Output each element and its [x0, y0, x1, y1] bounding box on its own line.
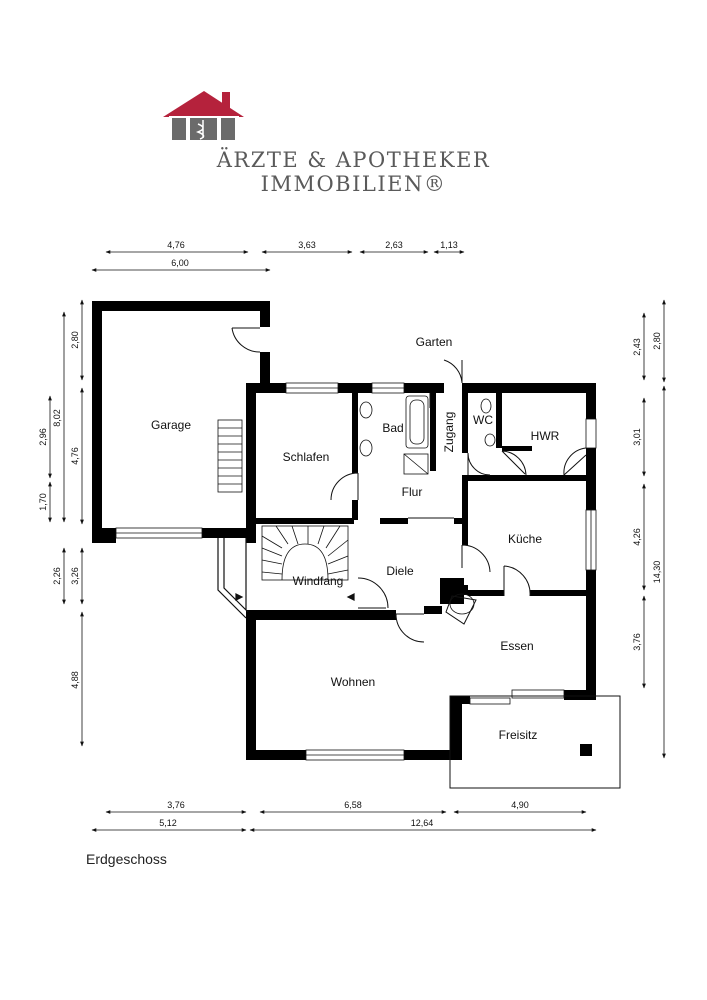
dim-left-inner-1: 2,96 — [38, 428, 48, 446]
floor-label: Erdgeschoss — [86, 851, 167, 867]
dim-bottom-1: 3,76 — [167, 800, 185, 810]
dim-left-2: 8,02 — [52, 409, 62, 427]
dim-right-4: 3,76 — [632, 633, 642, 651]
dim-right-2: 3,01 — [632, 428, 642, 446]
dim-left-1: 2,80 — [70, 331, 80, 349]
dim-top-1: 4,76 — [167, 240, 185, 250]
doors — [231, 327, 587, 643]
dim-bottom-2: 6,58 — [344, 800, 362, 810]
dim-right-1: 2,43 — [632, 338, 642, 356]
dimension-lines — [48, 250, 666, 832]
room-label-diele: Diele — [386, 564, 414, 578]
terrace — [449, 695, 621, 789]
dim-top-3: 2,63 — [385, 240, 403, 250]
brand-name-line2: IMMOBILIEN® — [260, 172, 447, 196]
dim-top-total: 6,00 — [171, 258, 189, 268]
dim-top-2: 3,63 — [298, 240, 316, 250]
room-label-kueche: Küche — [508, 532, 542, 546]
room-label-schlafen: Schlafen — [283, 450, 330, 464]
room-label-windfang: Windfang — [293, 574, 344, 588]
dimension-labels: 4,76 3,63 2,63 1,13 6,00 3,76 6,58 4,90 … — [38, 240, 662, 828]
dim-right-outer-1: 2,80 — [652, 332, 662, 350]
dim-top-4: 1,13 — [440, 240, 458, 250]
room-label-flur: Flur — [402, 485, 423, 499]
dim-left-inner-3: 2,26 — [52, 567, 62, 585]
dim-bottom-3: 4,90 — [511, 800, 529, 810]
dim-left-3: 4,76 — [70, 447, 80, 465]
house-logo-icon — [163, 91, 244, 142]
room-label-hwr: HWR — [531, 429, 560, 443]
dim-bottom-total: 12,64 — [411, 818, 434, 828]
room-label-zugang: Zugang — [442, 412, 456, 453]
bathroom-fixtures — [359, 395, 496, 625]
room-label-freisitz: Freisitz — [499, 728, 538, 742]
room-labels: Garage Garten Schlafen Bad Zugang WC HWR… — [151, 335, 560, 742]
windows — [115, 382, 597, 761]
brand-name-line1: ÄRZTE & APOTHEKER — [216, 148, 491, 172]
room-label-wohnen: Wohnen — [331, 675, 375, 689]
room-label-wc: WC — [473, 413, 493, 427]
windfang-bay — [217, 538, 355, 619]
garage-stairs — [217, 419, 243, 493]
room-label-essen: Essen — [500, 639, 533, 653]
dim-left-5: 4,88 — [70, 671, 80, 689]
dim-right-3: 4,26 — [632, 528, 642, 546]
room-label-garten: Garten — [416, 335, 453, 349]
dim-bottom-4: 5,12 — [159, 818, 177, 828]
dim-right-outer-2: 14,30 — [652, 561, 662, 584]
dim-left-inner-2: 1,70 — [38, 493, 48, 511]
walls — [92, 301, 596, 760]
room-label-garage: Garage — [151, 418, 191, 432]
dim-left-4: 3,26 — [70, 567, 80, 585]
main-staircase — [261, 525, 349, 581]
room-label-bad: Bad — [382, 421, 403, 435]
